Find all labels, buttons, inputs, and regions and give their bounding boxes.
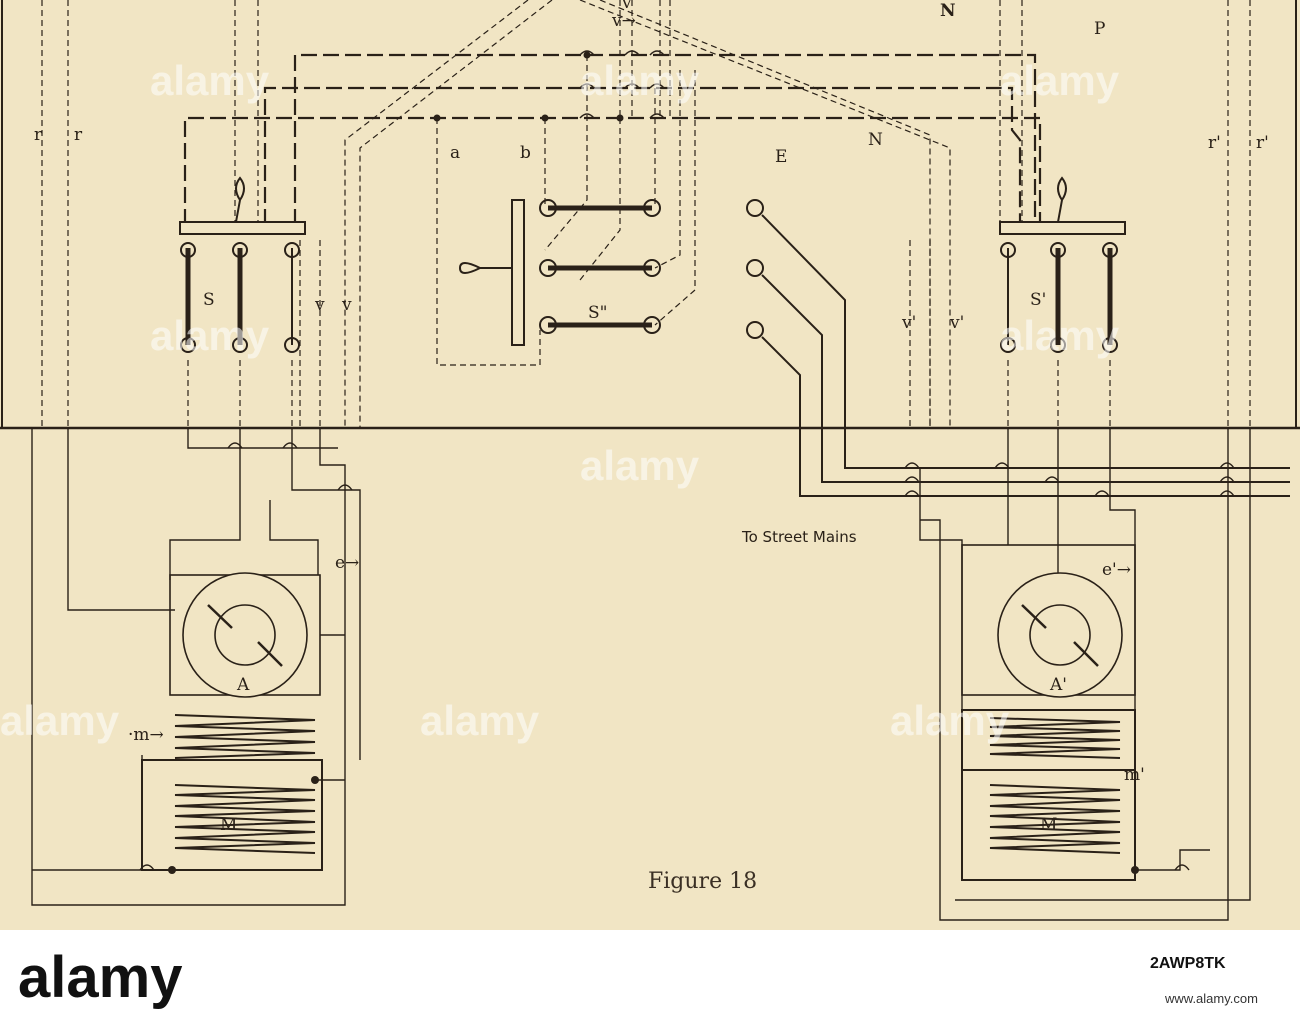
label-b: b: [520, 143, 531, 163]
switchboard-panel: [0, 0, 1300, 430]
banner-url: www.alamy.com: [1164, 991, 1258, 1006]
watermark-text: alamy: [890, 697, 1010, 744]
paper-background: [0, 0, 1300, 930]
label-v-top-2: v→: [611, 11, 636, 31]
dynamo-a1: [961, 544, 1136, 698]
pilot-wires: [41, 0, 1251, 428]
watermark-text: alamy: [420, 697, 540, 744]
bus-bars: [183, 53, 1042, 230]
watermark-text: alamy: [150, 312, 270, 359]
label-r-left-2: r: [74, 125, 83, 145]
banner-logo: alamy: [18, 945, 182, 1010]
label-big-m1: M: [1040, 815, 1057, 835]
label-a1: A': [1049, 675, 1067, 695]
diagram-labels: r r v v→ N P E N a b r' r' S v v S" v' v…: [34, 0, 1269, 894]
label-a: a: [450, 143, 460, 163]
label-s1: S': [1030, 290, 1046, 310]
label-e-left: e→: [335, 553, 359, 573]
coil-dots-left: [168, 776, 319, 874]
label-r-right-1: r': [1208, 133, 1221, 153]
label-r-left-1: r: [34, 125, 43, 145]
banner-image-id: 2AWP8TK: [1150, 955, 1226, 972]
label-p: P: [1094, 19, 1105, 39]
crossover-humps: [579, 50, 665, 119]
label-a: A: [236, 675, 250, 695]
label-v-right-1: v': [901, 313, 916, 333]
banner-background: [0, 930, 1300, 1021]
field-coils-right: [961, 709, 1136, 881]
label-s: S: [203, 290, 215, 310]
watermark-text: alamy: [580, 442, 700, 489]
label-n-top: N: [940, 1, 956, 21]
coil-dots-right: [1131, 866, 1139, 874]
dynamo-a: [169, 572, 321, 698]
watermark: alamy alamy alamy alamy alamy alamy alam…: [0, 57, 1120, 744]
label-s2: S": [588, 303, 607, 323]
watermark-text: alamy: [0, 697, 120, 744]
label-v-right-2: v': [949, 313, 964, 333]
field-wiring: [31, 428, 1251, 921]
label-e: E: [775, 147, 787, 167]
label-street-mains: To Street Mains: [741, 528, 857, 546]
watermark-text: alamy: [580, 57, 700, 104]
watermark-text: alamy: [1000, 312, 1120, 359]
label-r-right-2: r': [1256, 133, 1269, 153]
label-m1: m': [1124, 765, 1145, 785]
field-coils-left: [141, 714, 323, 871]
figure-caption: Figure 18: [648, 869, 757, 894]
label-v-left-1: v: [314, 295, 325, 315]
junction-dots: [433, 51, 624, 122]
label-m: ·m→: [128, 725, 164, 745]
watermark-text: alamy: [150, 57, 270, 104]
label-n-mid: N: [868, 130, 883, 150]
label-v-top-1: v: [621, 0, 632, 13]
switch-s2: [458, 199, 661, 346]
label-e-right: e'→: [1102, 560, 1131, 580]
open-terminals: [746, 199, 1290, 497]
label-v-left-2: v: [341, 295, 352, 315]
watermark-text: alamy: [1000, 57, 1120, 104]
label-big-m: M: [220, 815, 237, 835]
switch-s: [179, 176, 306, 353]
banner-logo-text: alamy: [18, 945, 182, 1010]
switch-s1: [999, 176, 1126, 353]
